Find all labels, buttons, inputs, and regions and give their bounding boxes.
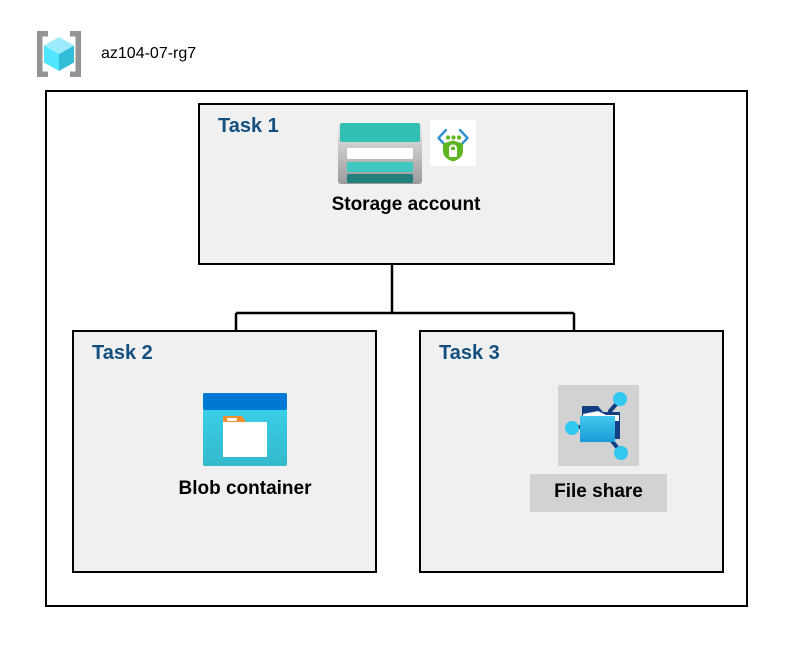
task-2-label: Task 2 [92,342,153,364]
file-share-caption: File share [530,474,667,512]
task-1-label: Task 1 [218,115,279,137]
resource-group-cube-icon [37,31,81,77]
storage-account-caption: Storage account [331,194,481,215]
storage-account-node: Storage account [290,120,522,216]
file-share-icon-backdrop [558,385,639,466]
blob-container-node: Blob container [152,390,338,500]
storage-account-icon [338,123,422,184]
file-share-icon [564,391,628,460]
private-endpoint-shield-icon [430,120,476,166]
file-share-node: File share [508,385,689,512]
task-3-label: Task 3 [439,342,500,364]
resource-group-header: az104-07-rg7 [31,26,196,82]
blob-container-caption: Blob container [178,478,312,499]
blob-container-icon [203,393,287,466]
resource-group-name: az104-07-rg7 [101,45,197,62]
